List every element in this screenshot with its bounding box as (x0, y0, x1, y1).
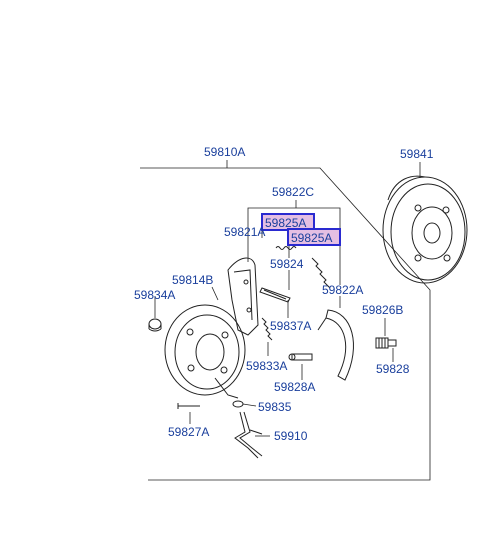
brake-drum-part (382, 175, 468, 284)
shoe-part (317, 309, 354, 381)
label-clip[interactable]: 59828A (274, 380, 315, 394)
spring-b-highlight (287, 228, 341, 246)
label-assembly[interactable]: 59810A (204, 145, 245, 159)
label-adjuster[interactable]: 59828 (376, 362, 410, 376)
retainer-part (232, 400, 244, 408)
label-retainer[interactable]: 59835 (258, 400, 292, 414)
strut-part (259, 287, 291, 303)
leader-lines (154, 160, 421, 437)
label-backing-plate[interactable]: 59814B (172, 273, 213, 287)
clip-part (288, 353, 313, 361)
pin-spring-part (261, 317, 273, 341)
label-bolt[interactable]: 59827A (168, 425, 209, 439)
cable-part (234, 411, 263, 459)
label-spring-a[interactable]: 59825A (265, 216, 306, 230)
label-plug[interactable]: 59834A (134, 288, 175, 302)
plug-part (148, 318, 162, 332)
label-adjuster-bolt[interactable]: 59826B (362, 303, 403, 317)
backing-plate-part (164, 304, 246, 399)
bolt-part (177, 403, 200, 409)
label-shoe-right[interactable]: 59822A (322, 283, 363, 297)
label-cable[interactable]: 59910 (274, 429, 308, 443)
label-spring-b[interactable]: 59825A (291, 231, 332, 245)
label-lever[interactable]: 59821A (224, 225, 265, 239)
label-hold-pin[interactable]: 59837A (270, 319, 311, 333)
assembly-frame (140, 167, 431, 481)
spring-part (275, 246, 331, 289)
label-shoe-kit[interactable]: 59822C (272, 185, 314, 199)
label-strut[interactable]: 59824 (270, 257, 304, 271)
adjuster-part (375, 337, 397, 349)
label-pin-spring[interactable]: 59833A (246, 359, 287, 373)
label-drum[interactable]: 59841 (400, 147, 434, 161)
lever-part (227, 257, 259, 336)
